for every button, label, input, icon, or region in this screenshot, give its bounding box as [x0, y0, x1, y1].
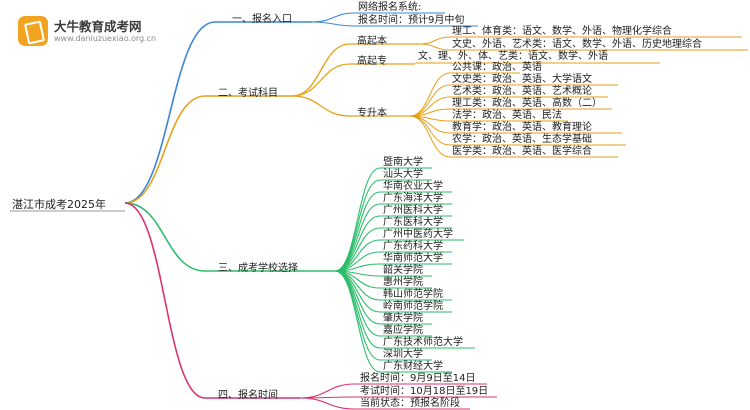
connector-line: [334, 270, 381, 361]
list-item: 公共课：政治、英语: [452, 62, 542, 73]
connector-line: [311, 12, 356, 23]
branch-connector: [124, 21, 216, 204]
connector-line: [334, 270, 381, 349]
list-item: 广东财经大学: [383, 361, 443, 372]
list-item: 法学：政治、英语、民法: [452, 110, 562, 121]
connector-line: [334, 167, 381, 272]
list-item: 考试时间：10月18日至19日: [360, 386, 489, 397]
branch-registration-time: 四、报名时间: [218, 390, 278, 401]
connector-line: [419, 43, 451, 51]
list-item: 农学：政治、英语、生态学基础: [452, 134, 592, 145]
group-gaoqizhuan: 高起专: [357, 56, 387, 67]
list-item: 惠州学院: [383, 277, 423, 288]
connector-line: [291, 95, 351, 117]
connector-line: [291, 63, 351, 97]
list-item: 华南农业大学: [383, 181, 443, 192]
root-node: 湛江市成考2025年: [12, 198, 106, 211]
connector-line: [334, 179, 381, 272]
list-item: 广州中医药大学: [383, 229, 453, 240]
list-item: 教育学：政治、英语、教育理论: [452, 122, 592, 133]
list-item: 深圳大学: [383, 349, 423, 360]
branch-registration-entry: 一、报名入口: [232, 14, 292, 25]
list-item: 报名时间：9月9日至14日: [360, 373, 476, 384]
list-item: 汕头大学: [383, 169, 423, 180]
list-item: 广州医科大学: [383, 205, 443, 216]
branch-connector: [124, 95, 206, 204]
connector-line: [334, 270, 381, 313]
connector-line: [334, 270, 381, 373]
list-item: 艺术类：政治、英语、艺术概论: [452, 86, 592, 97]
list-item: 韶关学院: [383, 265, 423, 276]
list-item: 医学类：政治、英语、医学综合: [452, 146, 592, 157]
list-item: 岭南师范学院: [383, 301, 443, 312]
list-item: 暨南大学: [383, 157, 423, 168]
connector-line: [299, 397, 356, 410]
list-item: 报名时间：预计9月中旬: [358, 15, 465, 26]
list-item: 广东海洋大学: [383, 193, 443, 204]
logo-url: www.daniuzuexiao.org.cn: [54, 34, 157, 43]
group-zhuanshengben: 专升本: [357, 108, 387, 119]
book-icon: [18, 16, 48, 46]
list-item: 嘉应学院: [383, 325, 423, 336]
list-item: 肇庆学院: [383, 313, 423, 324]
list-item: 理工、体育类：语文、数学、外语、物理化学综合: [452, 26, 672, 37]
list-item: 广东医科大学: [383, 217, 443, 228]
branch-connector: [124, 202, 206, 399]
connector-line: [299, 383, 356, 399]
branch-exam-subjects: 二、考试科目: [218, 88, 278, 99]
list-item: 文史、外语、艺术类：语文、数学、外语、历史地理综合: [452, 39, 702, 50]
site-logo[interactable]: 大牛教育成考网 www.daniuzuexiao.org.cn: [18, 14, 248, 50]
logo-title: 大牛教育成考网: [54, 19, 142, 34]
connector-line: [311, 21, 356, 27]
list-item: 网络报名系统:: [358, 2, 422, 13]
connector-line: [334, 270, 381, 337]
connector-line: [409, 84, 451, 117]
connector-line: [409, 115, 451, 158]
list-item: 当前状态：预报名阶段: [360, 398, 460, 409]
connector-line: [291, 43, 351, 97]
list-item: 韩山师范学院: [383, 289, 443, 300]
list-item: 文、理、外、体、艺类：语文、数学、外语: [418, 51, 608, 62]
branch-connector: [124, 202, 206, 272]
list-item: 理工类：政治、英语、高数（二）: [452, 98, 602, 109]
branch-school-choice: 三、成考学校选择: [218, 263, 298, 274]
group-gaoqiben: 高起本: [357, 36, 387, 47]
connector-line: [334, 191, 381, 272]
list-item: 华南师范大学: [383, 253, 443, 264]
list-item: 广东技术师范大学: [383, 337, 463, 348]
list-item: 文史类：政治、英语、大学语文: [452, 74, 592, 85]
connector-line: [419, 36, 451, 45]
list-item: 广东药科大学: [383, 241, 443, 252]
